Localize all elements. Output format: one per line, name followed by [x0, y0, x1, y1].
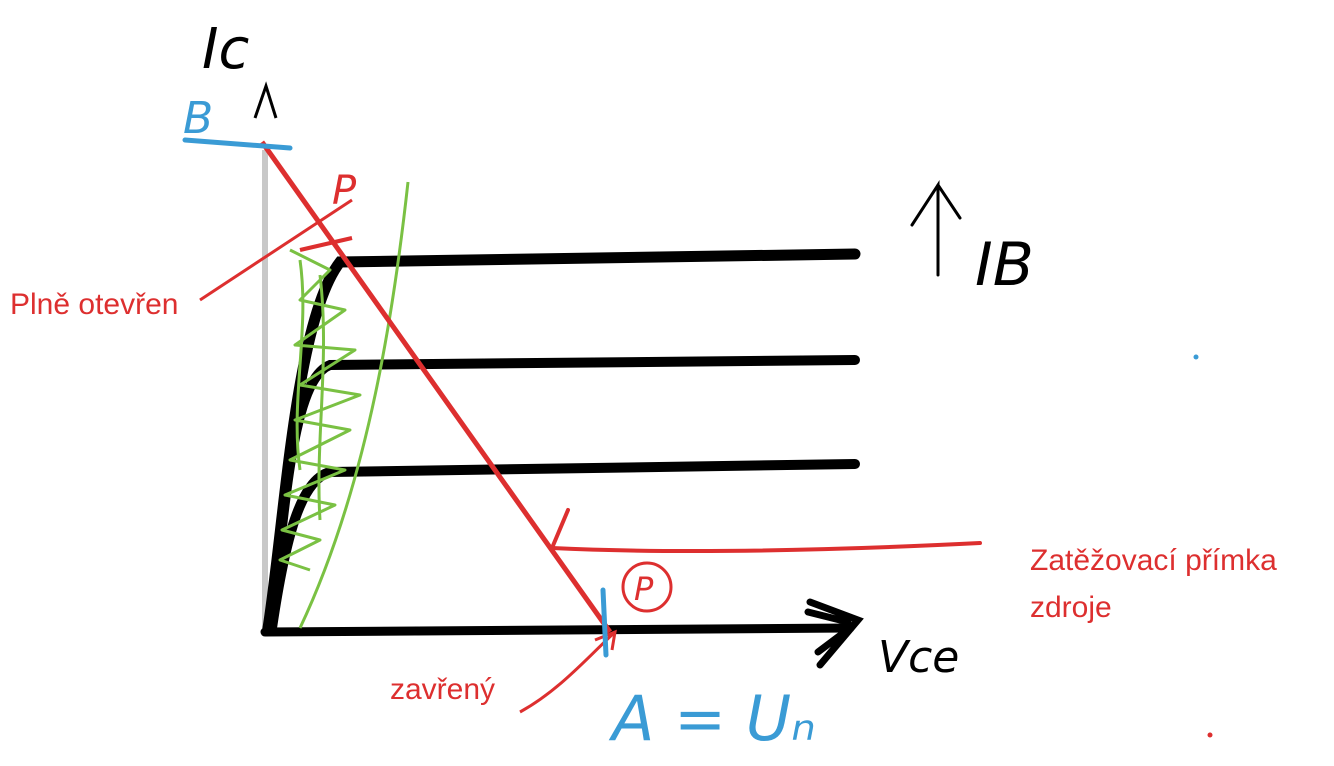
point-p-bottom-label: P: [634, 570, 654, 608]
saturation-region-fill: [278, 248, 362, 572]
x-axis-label: Vce: [878, 632, 959, 683]
x-axis: [260, 623, 855, 637]
stray-blue-dot-1: [1193, 354, 1199, 360]
y-axis-arrow: [253, 81, 278, 119]
load-line-label-line1: Zatěžovací přímka: [1030, 544, 1277, 577]
point-p-top-label: P: [332, 168, 357, 214]
bottom-point-tick: [600, 587, 609, 658]
top-point-underline: [182, 137, 293, 151]
bottom-p-circle: [621, 561, 673, 613]
load-line-label-line2: zdroje: [1030, 591, 1112, 624]
stray-red-dot: [1207, 732, 1213, 738]
x-axis-arrow: [804, 598, 864, 669]
top-point-label: B: [183, 93, 213, 144]
characteristic-curve-bottom: [267, 459, 860, 633]
bottom-point-label: A = Uₙ: [608, 682, 816, 755]
saturation-region-scribble: [298, 181, 410, 629]
closed-pointer: [519, 629, 617, 714]
fully-open-label: Plně otevřen: [10, 288, 178, 321]
base-current-arrow: [910, 179, 962, 277]
characteristic-curve-top: [262, 248, 861, 634]
load-line: [259, 140, 613, 634]
operating-point-mark: [299, 236, 353, 252]
fully-open-pointer: [199, 198, 353, 302]
closed-label: zavřený: [390, 673, 495, 706]
base-current-label: IB: [975, 230, 1034, 300]
load-line-pointer: [550, 508, 982, 553]
y-axis-label: Ic: [202, 17, 250, 82]
characteristic-curve-middle: [265, 355, 860, 633]
